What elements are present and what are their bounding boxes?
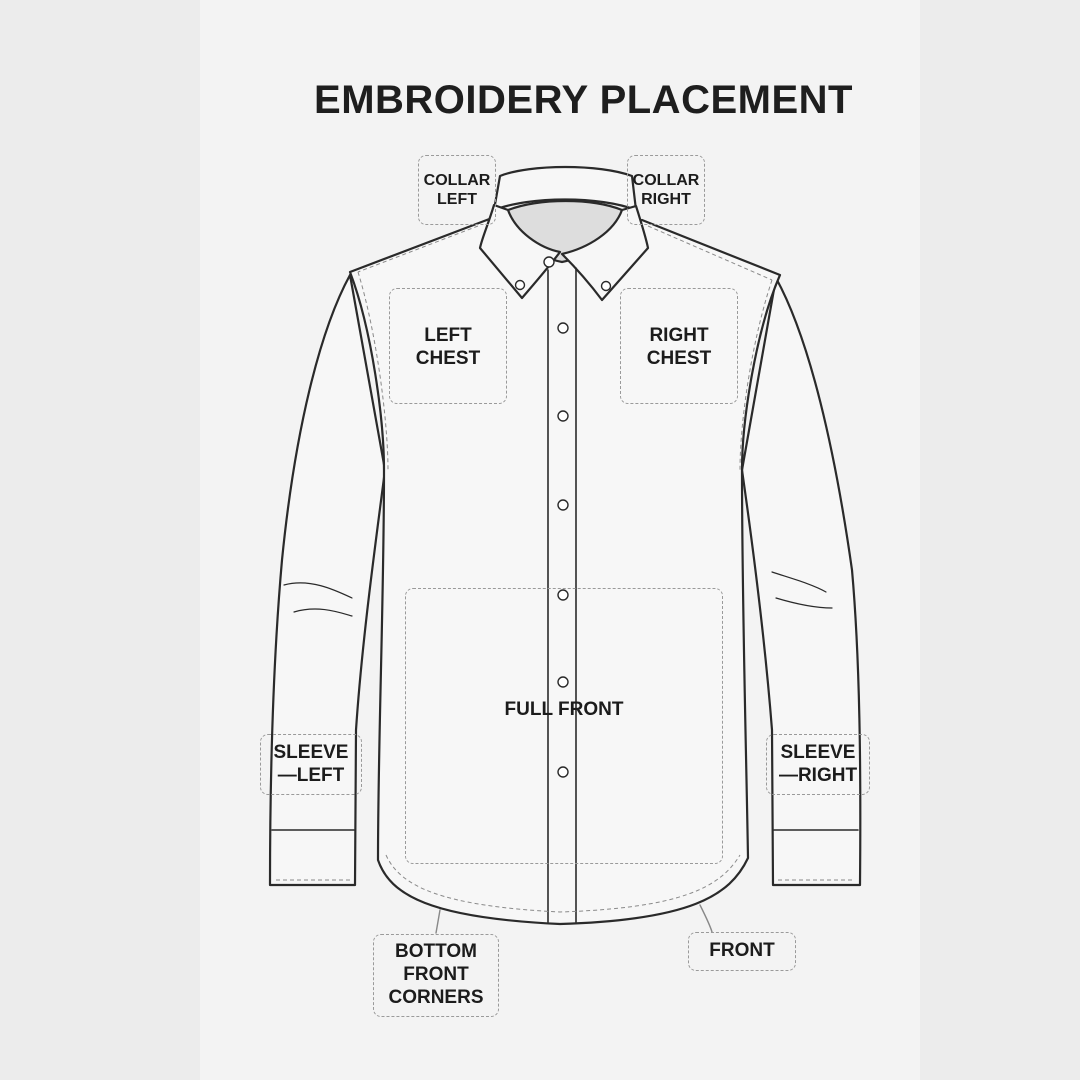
zone-collar-right-line1: COLLAR bbox=[632, 171, 700, 189]
leader-front bbox=[699, 904, 713, 933]
zone-bottom-corners-line3: CORNERS bbox=[388, 986, 484, 1008]
button bbox=[557, 410, 569, 422]
zone-sleeve-left[interactable]: SLEEVE —LEFT bbox=[260, 734, 362, 795]
zone-right-chest[interactable]: RIGHT CHEST bbox=[620, 288, 738, 404]
zone-left-chest[interactable]: LEFT CHEST bbox=[389, 288, 507, 404]
zone-full-front[interactable]: FULL FRONT bbox=[405, 588, 723, 864]
zone-sleeve-left-line1: SLEEVE bbox=[273, 741, 349, 763]
page-title: EMBROIDERY PLACEMENT bbox=[314, 78, 853, 122]
zone-sleeve-right-line1: SLEEVE bbox=[780, 741, 856, 763]
hem-stitch bbox=[385, 854, 741, 913]
right-armhole-stitch bbox=[739, 279, 773, 471]
button bbox=[557, 676, 569, 688]
zone-front[interactable]: FRONT bbox=[688, 932, 796, 971]
zone-left-chest-line1: LEFT bbox=[424, 325, 472, 346]
zone-collar-left[interactable]: COLLAR LEFT bbox=[418, 155, 496, 225]
button bbox=[557, 499, 569, 511]
right-sleeve-wrinkle bbox=[771, 571, 827, 593]
shirt-body bbox=[348, 216, 782, 926]
zone-bottom-corners-line2: FRONT bbox=[403, 964, 469, 986]
collar-button-left bbox=[514, 279, 526, 291]
left-yoke-stitch bbox=[357, 225, 479, 273]
left-sleeve bbox=[268, 273, 387, 887]
zone-right-chest-line1: RIGHT bbox=[649, 325, 709, 346]
zone-collar-left-line2: LEFT bbox=[437, 191, 477, 208]
collar-button-right bbox=[600, 280, 612, 292]
zone-bottom-front-corners[interactable]: BOTTOM FRONT CORNERS bbox=[373, 934, 499, 1017]
zone-collar-right-line2: RIGHT bbox=[641, 191, 691, 208]
zone-collar-right[interactable]: COLLAR RIGHT bbox=[627, 155, 705, 225]
zone-front-label: FRONT bbox=[709, 940, 775, 962]
zone-full-front-label: FULL FRONT bbox=[504, 699, 624, 720]
zone-sleeve-right[interactable]: SLEEVE —RIGHT bbox=[766, 734, 870, 795]
zone-sleeve-right-line2: —RIGHT bbox=[778, 764, 858, 786]
zone-sleeve-left-line2: —LEFT bbox=[277, 764, 345, 786]
collar-point-left bbox=[478, 203, 562, 300]
left-sleeve-wrinkle bbox=[283, 582, 353, 599]
zone-left-chest-line2: CHEST bbox=[415, 347, 481, 369]
button bbox=[557, 322, 569, 334]
left-armhole-stitch bbox=[357, 271, 389, 471]
button bbox=[557, 589, 569, 601]
button bbox=[543, 256, 555, 268]
button bbox=[557, 766, 569, 778]
zone-collar-left-line1: COLLAR bbox=[423, 171, 491, 189]
zone-right-chest-line2: CHEST bbox=[646, 347, 712, 369]
leader-bottom-corners bbox=[435, 909, 441, 934]
right-yoke-stitch bbox=[647, 225, 773, 281]
zone-bottom-corners-line1: BOTTOM bbox=[395, 941, 477, 963]
collar-point-right bbox=[560, 204, 650, 302]
left-sleeve-wrinkle bbox=[293, 608, 353, 617]
right-sleeve-wrinkle bbox=[775, 597, 833, 609]
